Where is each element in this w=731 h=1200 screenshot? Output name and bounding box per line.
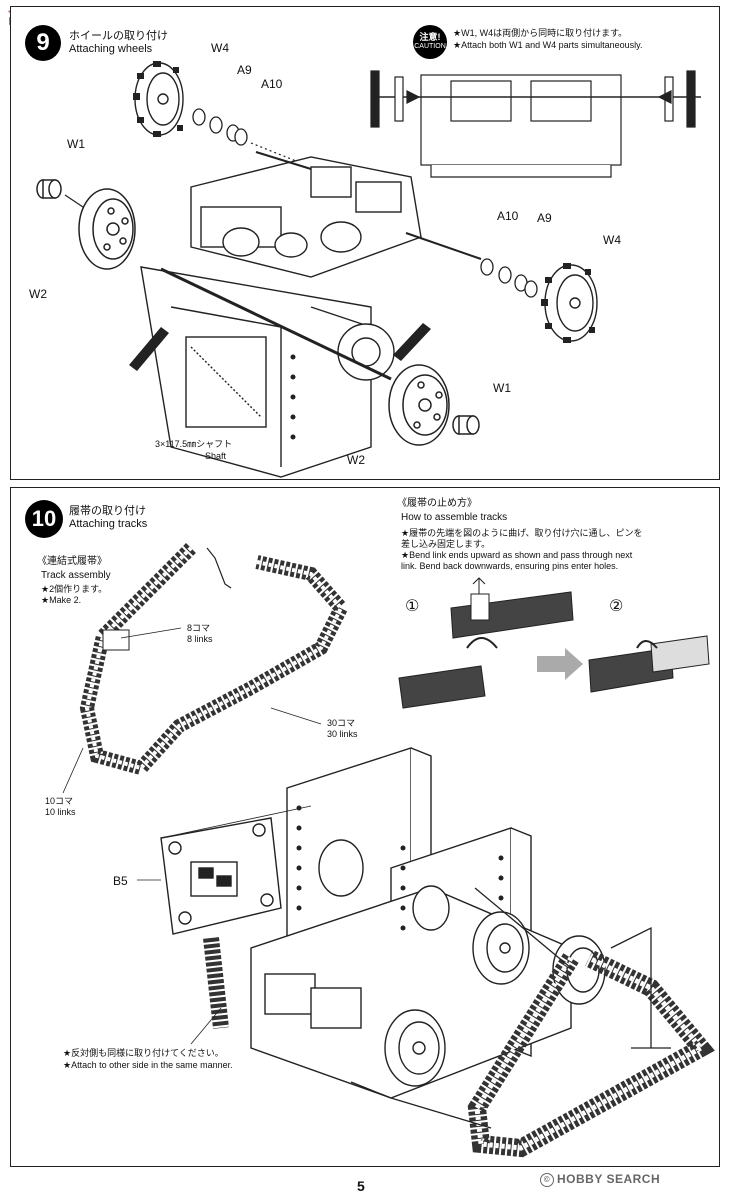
links-30-en: 30 links xyxy=(327,729,358,739)
step-10-illustration xyxy=(62,543,715,1158)
washers-right xyxy=(480,258,538,298)
links-10-jp: 10コマ xyxy=(45,796,74,806)
left-track xyxy=(203,937,229,1029)
other-side-note-en: ★Attach to other side in the same manner… xyxy=(63,1060,233,1070)
leader-8-links xyxy=(120,627,182,639)
caution-badge: 注意! CAUTION xyxy=(413,25,447,59)
track-assembly-title-jp: 《連結式履帯》 xyxy=(37,556,107,567)
caution-text: ★W1, W4は両側から同時に取り付けます。 ★Attach both W1 a… xyxy=(453,27,643,51)
wheel-w2-left xyxy=(78,188,136,270)
idler-wheel-front xyxy=(384,1009,446,1087)
step-10-title-jp: 履帯の取り付け xyxy=(69,504,146,517)
how-to-step-1: ① xyxy=(405,598,420,615)
step-9-illustration xyxy=(36,61,701,478)
washers-top xyxy=(192,108,248,146)
vehicle-chassis xyxy=(250,747,572,1099)
how-to-step-1-diagram xyxy=(398,577,574,709)
how-to-title-jp: 《履帯の止め方》 xyxy=(397,498,477,509)
how-to-en-line-1: ★Bend link ends upward as shown and pass… xyxy=(401,550,633,560)
track-assembly-note-jp: ★2個作ります。 xyxy=(41,584,108,594)
wheel-w2-right xyxy=(388,364,450,446)
track-assembly-title-en: Track assembly xyxy=(41,570,111,581)
how-to-step-2: ② xyxy=(609,598,624,615)
track-assembly-chain xyxy=(79,543,350,776)
upper-shaft-left xyxy=(255,151,312,170)
links-30-jp: 30コマ xyxy=(327,718,356,728)
sprocket-w4-right xyxy=(541,263,598,343)
step-10-panel: 10 履帯の取り付け Attaching tracks 《連結式履帯》 Trac… xyxy=(10,487,720,1167)
other-side-note-jp: ★反対側も同様に取り付けてください。 xyxy=(63,1048,224,1058)
cap-w1-left xyxy=(36,179,62,199)
hobby-search-text: HOBBY SEARCH xyxy=(557,1172,661,1186)
how-to-transition-arrow xyxy=(537,648,583,680)
links-8-en: 8 links xyxy=(187,634,213,644)
how-to-jp-line-1: ★履帯の先端を図のように曲げ、取り付け穴に通し、ピンを xyxy=(401,528,643,538)
label-w2-left: W2 xyxy=(29,287,47,301)
leader-b5-attach xyxy=(160,805,312,839)
idler-wheel-rear xyxy=(552,935,606,1005)
label-w1-left: W1 xyxy=(67,137,85,151)
how-to-step-2-diagram xyxy=(588,635,710,693)
links-8-jp: 8コマ xyxy=(187,623,211,633)
step-10-title-en: Attaching tracks xyxy=(69,518,148,530)
step-9-badge: 9 xyxy=(25,25,61,61)
label-shaft-jp: 3×117.5㎜シャフト xyxy=(155,439,233,449)
caution-badge-jp: 注意! xyxy=(419,32,441,42)
track-open-end xyxy=(206,547,232,589)
assembly-guide-line xyxy=(250,142,312,168)
cap-w1-right xyxy=(452,415,480,435)
label-b5: B5 xyxy=(113,874,128,888)
step-10-badge: 10 xyxy=(25,500,63,538)
installation-arrows xyxy=(350,887,671,1129)
label-a9-top: A9 xyxy=(237,63,252,77)
label-a10-right: A10 xyxy=(497,209,519,223)
step-9-panel: 9 ホイールの取り付け Attaching wheels 注意! CAUTION… xyxy=(10,6,720,480)
leader-10-links xyxy=(62,747,84,794)
leader-30-links xyxy=(270,707,322,725)
sprocket-right xyxy=(472,911,530,985)
how-to-jp-line-2: 差し込み固定します。 xyxy=(401,539,491,549)
lower-shaft xyxy=(160,267,392,381)
track-assembly-note-en: ★Make 2. xyxy=(41,595,82,605)
w1-arrow xyxy=(64,194,84,208)
page-number: 5 xyxy=(357,1178,365,1194)
hobby-search-watermark: ©HOBBY SEARCH xyxy=(540,1172,660,1187)
how-to-en-line-2: link. Bend back downwards, ensuring pins… xyxy=(401,561,619,571)
label-w4-top: W4 xyxy=(211,41,229,55)
bumper-b5 xyxy=(160,817,282,935)
caution-badge-en: CAUTION xyxy=(414,43,446,50)
label-w2-right: W2 xyxy=(347,453,365,467)
upper-shaft-right xyxy=(405,232,482,260)
label-w1-right: W1 xyxy=(493,381,511,395)
step-9-title-jp: ホイールの取り付け xyxy=(69,29,168,42)
sprocket-w4-top xyxy=(133,61,184,137)
how-to-title-en: How to assemble tracks xyxy=(401,512,508,523)
grease-brush-right xyxy=(393,323,431,361)
copyright-icon: © xyxy=(540,1172,554,1187)
leader-other-side xyxy=(190,1007,222,1045)
links-10-en: 10 links xyxy=(45,807,76,817)
label-a9-right: A9 xyxy=(537,211,552,225)
caution-line-2: ★Attach both W1 and W4 parts simultaneou… xyxy=(453,40,643,50)
label-shaft-en: Shaft xyxy=(205,451,227,461)
grease-brush-left xyxy=(129,327,169,371)
caution-line-1: ★W1, W4は両側から同時に取り付けます。 xyxy=(453,28,628,38)
track-link-detail xyxy=(102,629,130,651)
gearbox-assembly xyxy=(140,156,422,478)
label-a10-top: A10 xyxy=(261,77,283,91)
step-9-title-en: Attaching wheels xyxy=(69,43,153,55)
caution-inset-diagram xyxy=(370,70,701,178)
caution-note: 注意! CAUTION ★W1, W4は両側から同時に取り付けます。 ★Atta… xyxy=(413,25,689,59)
label-w4-right: W4 xyxy=(603,233,621,247)
